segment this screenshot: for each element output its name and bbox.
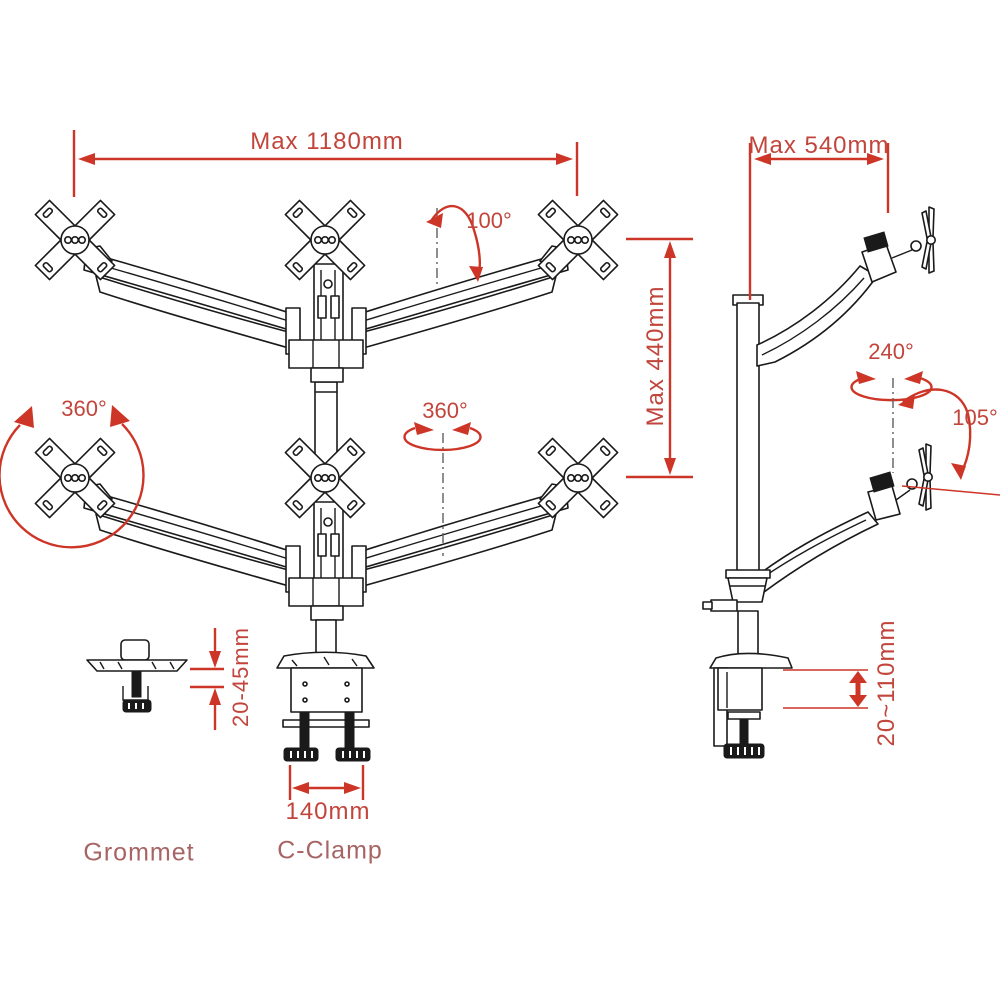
dim-max-width-label: Max 1180mm [250,128,404,155]
caption-cclamp: C-Clamp [277,836,383,865]
dimension-annotations [0,130,1000,800]
angle-240-label: 240° [868,339,914,364]
dim-grommet-range-label: 20-45mm [228,627,253,727]
dim-max-depth-label: Max 540mm [748,132,890,159]
dim-clamp-range-label: 20~110mm [873,619,900,747]
rotation-360-center-label: 360° [422,398,468,423]
side-view-drawing [702,206,937,759]
dim-clamp-width-label: 140mm [285,798,371,825]
cclamp-front-drawing [276,619,375,762]
dim-max-height-label: Max 440mm [642,285,669,427]
angle-105-label: 105° [952,405,998,430]
front-view-drawing [9,174,644,762]
angle-100-label: 100° [466,208,512,233]
caption-grommet: Grommet [83,838,195,867]
rotation-360-left-label: 360° [61,396,107,421]
grommet-drawing [86,639,188,713]
